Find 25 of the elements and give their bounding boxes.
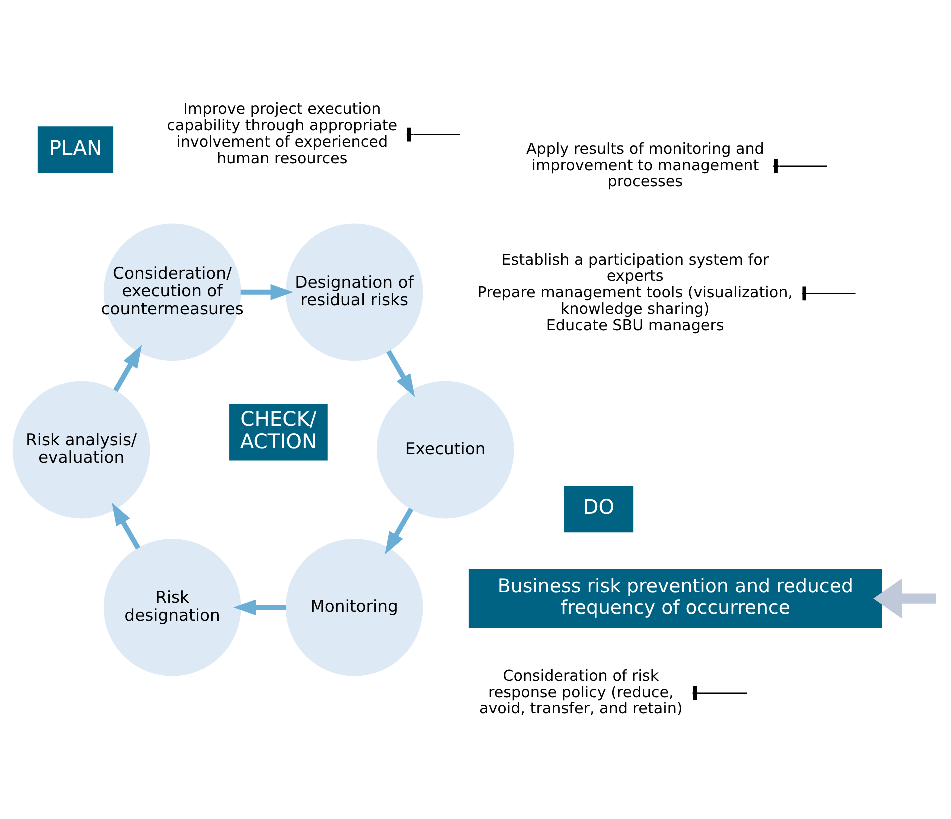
node-circle: Execution — [376, 380, 514, 518]
node-circle: Designation of residual risks — [286, 223, 424, 361]
node-text: Establish a participation system for experts Prepare management tools (visualization, knowledge sharing) Educate SBU managers — [478, 250, 793, 334]
arrow — [112, 502, 141, 550]
arrow — [234, 599, 286, 616]
connector — [802, 292, 856, 294]
node-text: Apply results of monitoring and improvement to management processes — [526, 139, 764, 190]
connector — [692, 692, 748, 694]
arrow — [240, 284, 294, 300]
node-box: CHECK/ ACTION — [230, 404, 328, 460]
arrow — [385, 507, 414, 554]
node-text: Improve project execution capability through appropriate involvement of experienced human resources — [167, 100, 398, 167]
arrow — [874, 578, 936, 619]
node-circle: Risk analysis/ evaluation — [12, 380, 150, 518]
node-box: DO — [564, 485, 634, 532]
node-text: Consideration of risk response policy (reduce, avoid, transfer, and retain) — [479, 666, 683, 718]
node-circle: Risk designation — [104, 538, 242, 676]
connector — [774, 165, 828, 166]
node-box: Business risk prevention and reduced frequency of occurrence — [468, 568, 882, 628]
node-circle: Monitoring — [286, 538, 424, 676]
arrow — [386, 350, 416, 397]
arrow — [114, 344, 142, 392]
node-box: PLAN — [38, 126, 114, 173]
node-circle: Consideration/ execution of countermeasures — [104, 223, 242, 361]
connector — [406, 134, 461, 135]
